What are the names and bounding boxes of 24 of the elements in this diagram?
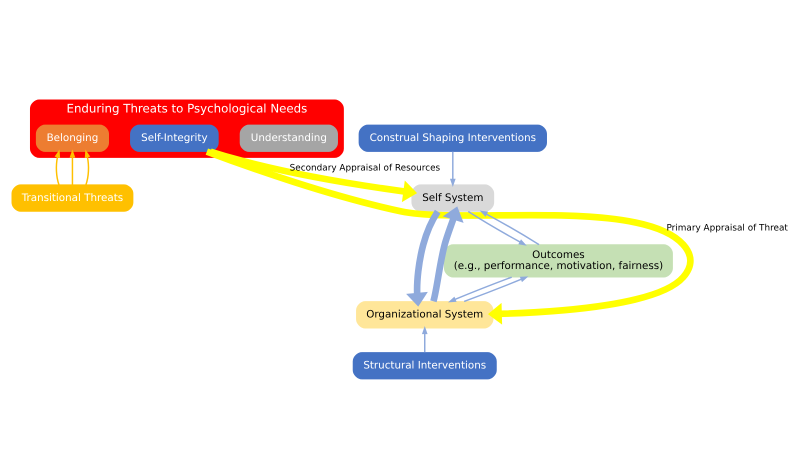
arrow xyxy=(84,149,90,184)
node-box: Structural Interventions xyxy=(352,352,497,379)
arrow xyxy=(464,276,528,302)
edge-label: Primary Appraisal of Threat xyxy=(666,222,788,233)
arrow xyxy=(206,148,694,324)
arrow xyxy=(70,148,76,184)
node-box: Outcomes (e.g., performance, motivation, fairness) xyxy=(444,244,673,277)
node-box: Self System xyxy=(411,184,494,212)
arrow xyxy=(450,151,456,186)
node-box: Transitional Threats xyxy=(12,184,134,212)
arrow xyxy=(406,209,440,306)
arrow xyxy=(480,210,540,245)
arrow xyxy=(54,149,60,184)
arrow xyxy=(430,206,464,302)
node-box: Understanding xyxy=(240,124,338,152)
node-box: Belonging xyxy=(36,124,109,152)
edge-label: Secondary Appraisal of Resources xyxy=(290,162,440,173)
arrow xyxy=(468,210,527,246)
arrow xyxy=(448,276,512,302)
node-box: Construal Shaping Interventions xyxy=(358,124,547,152)
arrow xyxy=(422,326,428,352)
node-box: Self-Integrity xyxy=(130,124,219,152)
node-box: Organizational System xyxy=(356,300,494,328)
arrow xyxy=(210,148,418,202)
